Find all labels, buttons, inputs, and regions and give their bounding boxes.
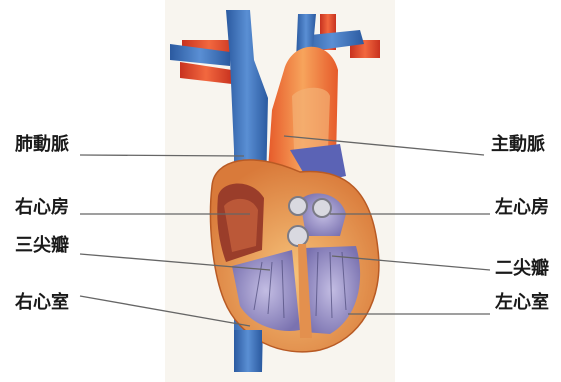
inferior-vena-cava xyxy=(234,330,262,372)
label-right-ventricle: 右心室 xyxy=(15,292,69,314)
label-aorta: 主動脈 xyxy=(491,134,545,156)
mitral-valve-ring xyxy=(288,226,308,246)
label-mitral-valve: 二尖瓣 xyxy=(495,258,549,280)
aortic-valve xyxy=(289,197,307,215)
label-tricuspid-valve: 三尖瓣 xyxy=(15,235,69,257)
label-pulmonary-artery: 肺動脈 xyxy=(15,134,69,156)
label-right-atrium: 右心房 xyxy=(15,197,69,219)
pulmonary-valve xyxy=(313,199,331,217)
label-left-ventricle: 左心室 xyxy=(495,292,549,314)
aorta-highlight xyxy=(292,88,330,150)
label-left-atrium: 左心房 xyxy=(495,197,549,219)
